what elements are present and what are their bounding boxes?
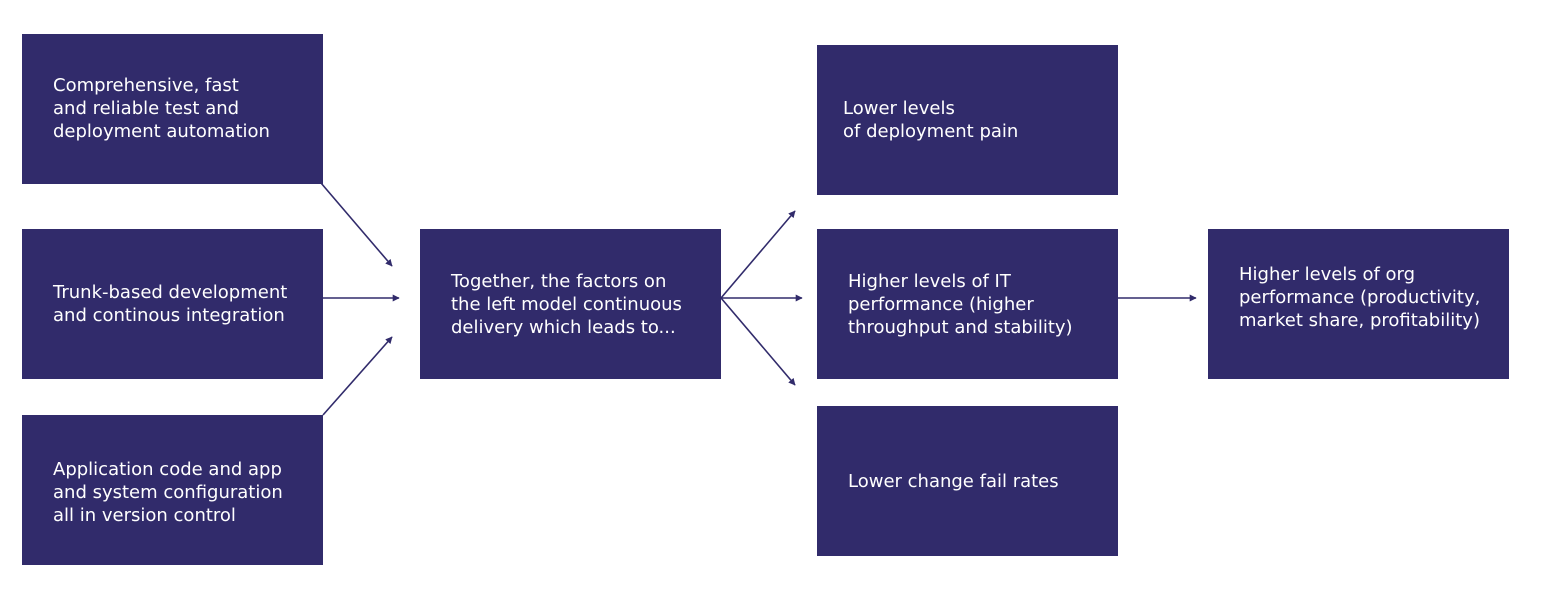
box-change-fail: Lower change fail rates — [817, 406, 1118, 556]
box-text-line: Comprehensive, fast — [53, 75, 239, 96]
box-trunk-based-text: Trunk-based development and continous in… — [53, 281, 287, 327]
box-version-control-text: Application code and app and system conf… — [53, 458, 283, 527]
box-text-line: all in version control — [53, 504, 236, 526]
box-text-line: Higher levels of IT — [848, 270, 1011, 292]
box-trunk-based: Trunk-based development and continous in… — [22, 229, 323, 379]
box-continuous-delivery-text: Together, the factors on the left model … — [451, 270, 682, 339]
box-text-line: Together, the factors on — [451, 270, 667, 292]
box-it-performance-text: Higher levels of IT performance (higher … — [848, 270, 1073, 339]
box-test-automation-text: Comprehensive, fast and reliable test an… — [53, 74, 270, 143]
arrow-test-automation-to-delivery — [320, 182, 393, 267]
box-test-automation: Comprehensive, fast and reliable test an… — [22, 34, 323, 184]
box-text-line: of deployment pain — [843, 121, 1019, 142]
box-version-control: Application code and app and system conf… — [22, 415, 323, 565]
box-deployment-pain-text: Lower levels of deployment pain — [843, 97, 1018, 143]
box-continuous-delivery: Together, the factors on the left model … — [420, 229, 721, 379]
box-text-line: Higher levels of org — [1239, 263, 1416, 285]
box-text-line: delivery which leads to... — [451, 316, 676, 338]
box-text-line: the left model continuous — [451, 293, 682, 315]
box-text-line: Application code and app — [53, 458, 282, 480]
box-text-line: and reliable test and — [53, 98, 240, 119]
box-text-line: performance (productivity, — [1239, 286, 1481, 308]
arrow-delivery-to-change-fail — [720, 297, 796, 386]
box-org-performance: Higher levels of org performance (produc… — [1208, 229, 1509, 379]
box-text-line: Lower levels — [843, 98, 955, 119]
box-deployment-pain: Lower levels of deployment pain — [817, 45, 1118, 195]
arrow-version-control-to-delivery — [322, 336, 393, 416]
box-change-fail-text: Lower change fail rates — [848, 470, 1059, 493]
box-text-line: Trunk-based development — [53, 282, 288, 303]
box-text-line: Lower change fail rates — [848, 470, 1059, 492]
box-text-line: market share, profitability) — [1239, 309, 1480, 331]
box-text-line: and continous integration — [53, 305, 285, 326]
arrow-delivery-to-deployment-pain — [720, 210, 796, 299]
box-text-line: deployment automation — [53, 121, 270, 142]
box-text-line: and system configuration — [53, 481, 283, 503]
box-org-performance-text: Higher levels of org performance (produc… — [1239, 263, 1480, 332]
box-text-line: performance (higher — [848, 293, 1034, 315]
box-it-performance: Higher levels of IT performance (higher … — [817, 229, 1118, 379]
box-text-line: throughput and stability) — [848, 316, 1073, 338]
